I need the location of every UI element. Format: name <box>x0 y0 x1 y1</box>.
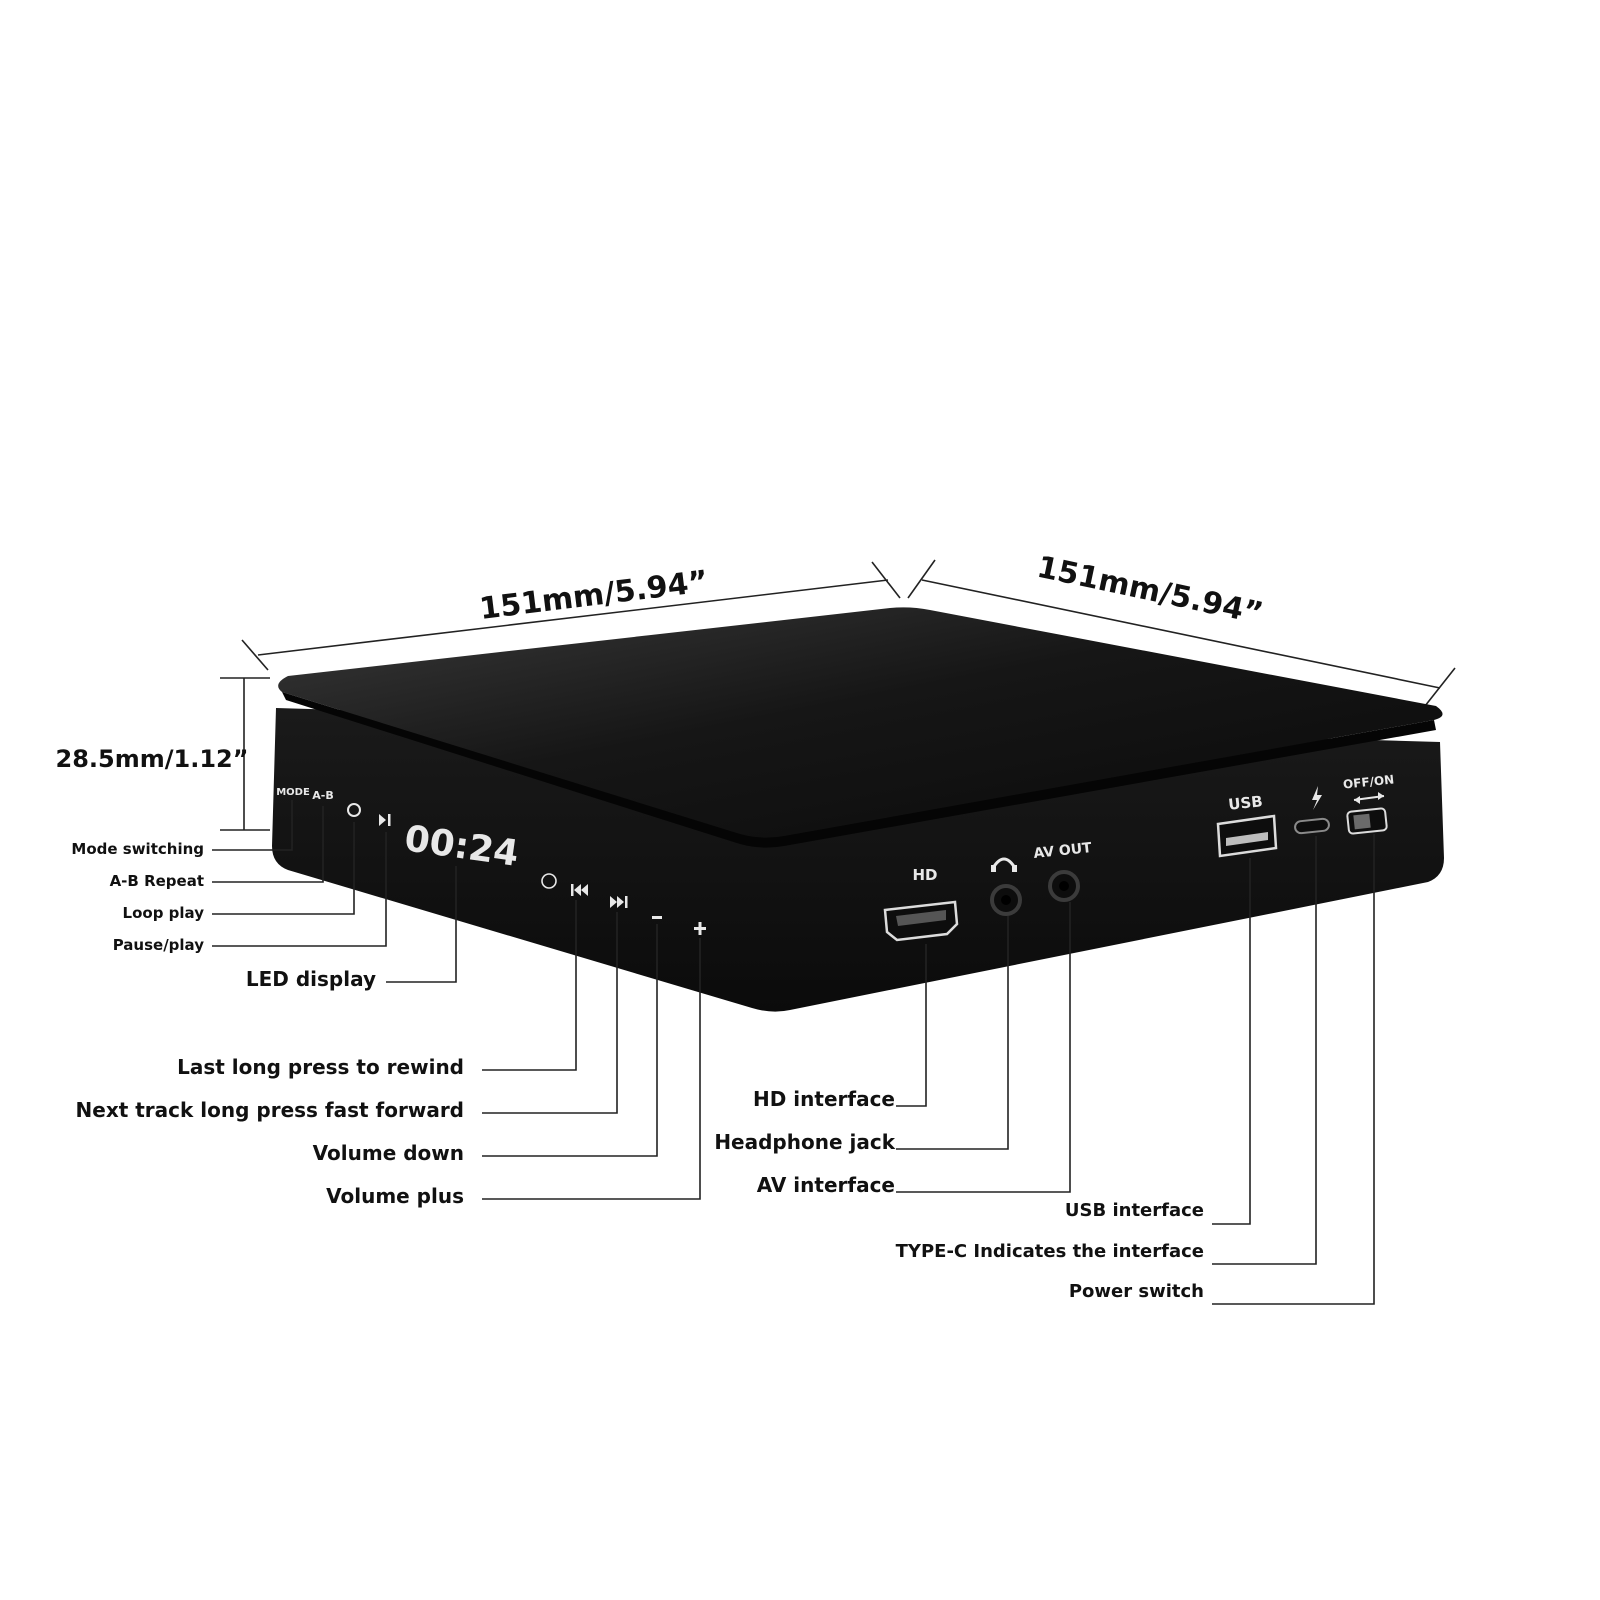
leader-led <box>386 866 457 983</box>
plus-icon <box>694 922 706 935</box>
leader-loop <box>212 822 355 915</box>
hdmi-port-icon <box>883 900 959 942</box>
hd-marking: HD <box>912 866 937 884</box>
label-rewind: Last long press to rewind <box>177 1055 464 1079</box>
width-dimension-label: 151mm/5.94” <box>478 564 710 627</box>
lightning-icon <box>1312 786 1322 810</box>
headphone-icon <box>991 857 1017 872</box>
usb-port-icon <box>1216 814 1278 858</box>
label-volume-plus: Volume plus <box>326 1184 464 1208</box>
right-callouts: HD interface Headphone jack AV interface… <box>714 834 1375 1305</box>
leader-ab <box>212 806 324 883</box>
leader-volume-down <box>482 924 658 1157</box>
depth-dimension-label: 151mm/5.94” <box>1034 550 1266 632</box>
leader-type-c <box>1212 836 1317 1265</box>
label-loop-play: Loop play <box>123 904 205 922</box>
media-player-device: MODE A-B 00:24 HD <box>272 607 1444 1012</box>
label-headphone-jack: Headphone jack <box>714 1130 895 1154</box>
fast-forward-icon <box>610 896 628 908</box>
power-switch <box>1346 807 1388 835</box>
type-c-port <box>1294 817 1330 835</box>
dimension-height: 28.5mm/1.12” <box>56 677 270 831</box>
label-fast-forward: Next track long press fast forward <box>76 1098 464 1122</box>
leader-av <box>896 902 1071 1193</box>
loop-icon <box>347 803 361 817</box>
leader-power <box>1212 834 1375 1305</box>
label-led-display: LED display <box>246 967 376 991</box>
minus-icon <box>652 916 662 919</box>
label-hd-interface: HD interface <box>753 1087 895 1111</box>
rewind-icon <box>571 884 588 896</box>
power-arrow-icon <box>1353 792 1385 804</box>
device-lid <box>278 607 1443 838</box>
ab-marking: A-B <box>312 789 333 802</box>
label-ab-repeat: A-B Repeat <box>110 872 204 890</box>
power-marking: OFF/ON <box>1342 772 1394 791</box>
leader-mode <box>212 800 293 851</box>
leader-hd <box>896 944 927 1107</box>
play-pause-icon <box>379 814 391 826</box>
label-volume-down: Volume down <box>313 1141 464 1165</box>
label-power-switch: Power switch <box>1069 1281 1204 1302</box>
mode-marking: MODE <box>276 787 310 798</box>
usb-marking: USB <box>1227 792 1263 813</box>
label-type-c: TYPE-C Indicates the interface <box>896 1241 1204 1262</box>
av-jack <box>1048 870 1080 902</box>
leader-headphone <box>896 916 1009 1150</box>
leader-usb <box>1212 858 1251 1225</box>
label-usb-interface: USB interface <box>1065 1200 1204 1221</box>
left-callouts: Mode switching A-B Repeat Loop play Paus… <box>71 800 701 1208</box>
headphone-jack <box>990 884 1022 916</box>
leader-forward <box>482 912 618 1114</box>
leader-pause <box>212 832 387 947</box>
leader-rewind <box>482 900 577 1071</box>
label-pause-play: Pause/play <box>113 936 205 954</box>
height-dimension-label: 28.5mm/1.12” <box>56 745 249 773</box>
small-round-button-icon <box>541 873 557 889</box>
label-mode-switching: Mode switching <box>71 840 204 858</box>
label-av-interface: AV interface <box>757 1173 895 1197</box>
leader-volume-plus <box>482 938 701 1200</box>
av-out-marking: AV OUT <box>1033 840 1093 862</box>
